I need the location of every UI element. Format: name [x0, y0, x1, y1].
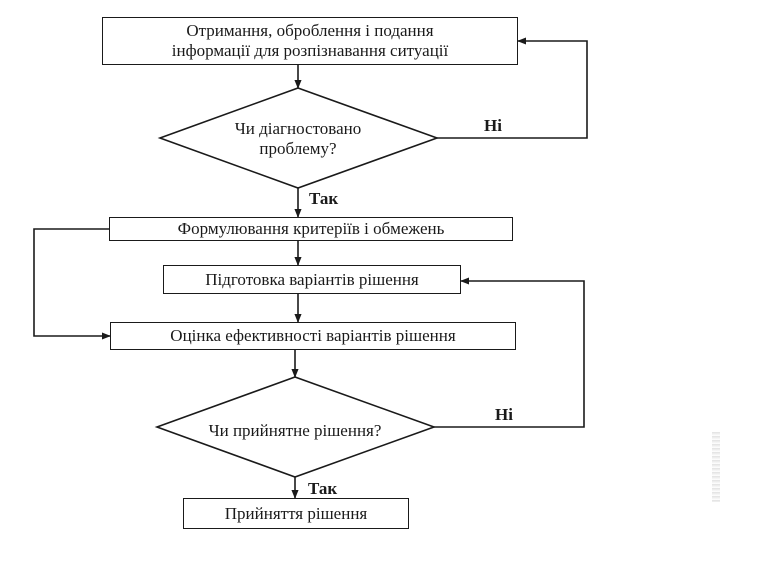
step-evaluate-options: Оцінка ефективності варіантів рішення [110, 322, 516, 350]
step-gather-line2: інформації для розпізнавання ситуації [171, 41, 449, 60]
step-gather-information: Отримання, оброблення і подання інформац… [102, 17, 518, 65]
label-no-diagnosed: Ні [484, 116, 502, 135]
step-formulate-criteria: Формулювання критеріїв і обмежень [109, 217, 513, 241]
scan-smudge [712, 432, 720, 502]
label-yes-acceptable: Так [308, 479, 338, 498]
step-prepare-label: Підготовка варіантів рішення [205, 269, 419, 289]
step-adopt-decision: Прийняття рішення [183, 498, 409, 529]
arrow-criteria-bypass-to-evaluate [33, 228, 111, 340]
decision-diagnosed-text: Чи діагностовано проблему? [198, 118, 398, 160]
step-gather-line1: Отримання, оброблення і подання [186, 21, 434, 40]
label-yes-diagnosed: Так [309, 189, 339, 208]
step-criteria-label: Формулювання критеріїв і обмежень [177, 219, 445, 238]
decision-acceptable-text: Чи прийнятне рішення? [180, 420, 410, 442]
arrow-no-loop-diagnosed [437, 37, 588, 139]
decision-diagnosed-line2: проблему? [259, 139, 337, 158]
arrow-no-loop-acceptable [434, 277, 585, 428]
decision-diagnosed-line1: Чи діагностовано [234, 119, 362, 138]
step-evaluate-label: Оцінка ефективності варіантів рішення [170, 326, 456, 345]
label-no-acceptable: Ні [495, 405, 513, 424]
step-adopt-label: Прийняття рішення [224, 503, 368, 523]
decision-acceptable-label: Чи прийнятне рішення? [208, 421, 382, 440]
step-prepare-options: Підготовка варіантів рішення [163, 265, 461, 294]
